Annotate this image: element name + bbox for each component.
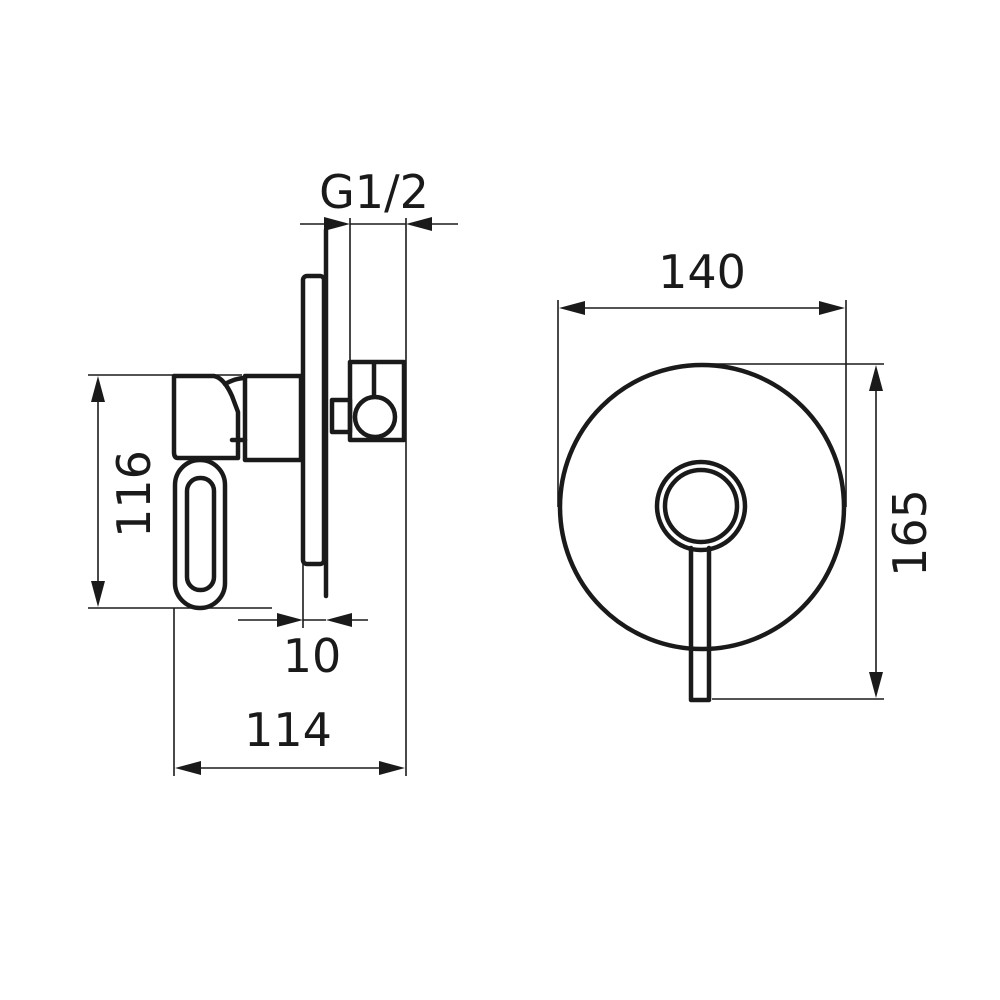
dim-arrow-114-right (379, 761, 405, 775)
side-lever-head (171, 373, 241, 461)
dim-arrow-g12-right (406, 217, 432, 231)
dim-arrow-165-top (869, 365, 883, 391)
side-view: 116 G1/2 10 114 (88, 165, 458, 776)
side-wall-plate (300, 273, 327, 567)
dim-label-10: 10 (283, 629, 342, 683)
side-fitting-nut (329, 397, 353, 435)
front-wall-plate (557, 362, 847, 652)
dim-label-114: 114 (244, 703, 332, 757)
front-lever-hub-inner (662, 467, 740, 545)
dim-arrow-140-left (559, 301, 585, 315)
dim-arrow-10-left (277, 613, 303, 627)
side-lever-handle-slot (184, 475, 217, 593)
side-fitting-outlet (352, 394, 398, 440)
front-lever-hub-outer (654, 459, 748, 553)
dim-arrow-114-left (175, 761, 201, 775)
dim-arrow-116-bottom (91, 581, 105, 607)
dim-label-g12: G1/2 (319, 165, 429, 219)
side-lever-handle (172, 457, 228, 611)
front-lever-handle (688, 545, 712, 703)
front-view: 140 165 (557, 245, 937, 703)
side-valve-body (242, 373, 304, 463)
dim-arrow-140-right (819, 301, 845, 315)
dim-arrow-10-right (326, 613, 352, 627)
dim-arrow-116-top (91, 376, 105, 402)
dim-arrow-g12-left (324, 217, 350, 231)
dim-label-116: 116 (107, 450, 161, 538)
dim-label-140: 140 (658, 245, 746, 299)
dim-label-165: 165 (883, 489, 937, 577)
dim-arrow-165-bottom (869, 672, 883, 698)
